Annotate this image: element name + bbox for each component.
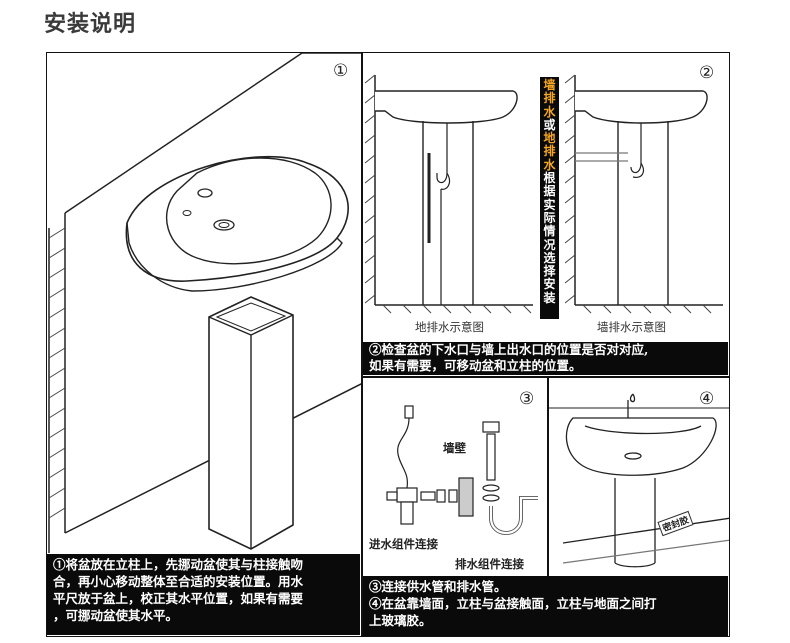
- step1-caption: ①将盆放在立柱上，先挪动盆使其与柱接触吻 合，再小心移动整体至合适的安装位置。用…: [47, 554, 360, 635]
- note-char: 情: [543, 224, 556, 239]
- step2-caption: ②检查盆的下水口与墙上出水口的位置是否对对应, 如果有需要，可移动盆和立柱的位置…: [363, 342, 728, 375]
- step3-4-panel: ③ ④ 墙壁 进水组件连接 排水组件连接 密封胶 ③连接供水管和排水管。 ④在盆…: [362, 377, 730, 637]
- step-number: ①: [333, 61, 349, 81]
- step-number: ②: [699, 63, 715, 83]
- step1-panel: ① ①将盆放在立柱上，先挪动盆使其与柱接触吻 合，再小心移动整体至合适的安装位置…: [46, 52, 362, 637]
- page-title: 安装说明: [44, 12, 137, 37]
- caption-line: ①将盆放在立柱上，先挪动盆使其与柱接触吻: [53, 557, 304, 572]
- caption-line: ④在盆靠墙面，立柱与盆接触面，立柱与地面之间打: [369, 596, 657, 611]
- basin-on-pedestal-illustration: [48, 53, 361, 553]
- caption-line: ②检查盆的下水口与墙上出水口的位置是否对对应,: [369, 342, 649, 357]
- drain-choice-note: 墙排水或地排水根据实际情况选择安装: [540, 77, 559, 319]
- note-char: 安: [543, 277, 556, 292]
- step3-4-caption: ③连接供水管和排水管。 ④在盆靠墙面，立柱与盆接触面，立柱与地面之间打 上玻璃胶…: [363, 576, 728, 636]
- caption-line: 如果有需要，可移动盆和立柱的位置。: [369, 358, 582, 373]
- note-char: 实: [543, 197, 556, 212]
- panel-divider: [547, 378, 549, 576]
- floor-drain-label: 地排水示意图: [415, 320, 484, 334]
- caption-line: ③连接供水管和排水管。: [369, 579, 507, 594]
- note-char: 墙: [543, 78, 556, 92]
- caption-line: 平尺放于盆上，校正其水平位置，如果有需要: [53, 591, 304, 606]
- step-number: ④: [699, 389, 715, 409]
- note-char: 选: [543, 250, 556, 265]
- caption-line: ，可挪动盆使其水平。: [53, 608, 179, 623]
- note-char: 况: [543, 237, 556, 252]
- wall-label: 墙壁: [443, 441, 466, 455]
- note-char: 择: [543, 264, 556, 279]
- step2-panel: ② 墙排水或地排水根据实际情况选择安装 地排水示意图 墙排水示意图 ②检查盆的下…: [362, 52, 730, 377]
- note-char: 际: [543, 210, 556, 225]
- note-char: 水: [543, 157, 556, 172]
- note-char: 水: [543, 104, 556, 119]
- note-char: 或: [543, 117, 556, 132]
- note-char: 装: [543, 290, 556, 305]
- caption-line: 上玻璃胶。: [369, 613, 432, 628]
- note-char: 地: [543, 131, 556, 146]
- drain-connection-label: 排水组件连接: [455, 557, 524, 571]
- drain-comparison-illustration: [364, 74, 723, 314]
- note-char: 排: [543, 144, 556, 159]
- supply-connection-label: 进水组件连接: [369, 537, 438, 551]
- note-char: 根: [543, 171, 556, 186]
- step-number: ③: [519, 389, 535, 409]
- note-char: 排: [543, 91, 556, 106]
- note-char: 据: [543, 184, 556, 199]
- caption-line: 合，再小心移动整体至合适的安装位置。用水: [53, 574, 304, 589]
- plumbing-and-sealing-illustration: [386, 393, 729, 568]
- wall-drain-label: 墙排水示意图: [597, 320, 666, 334]
